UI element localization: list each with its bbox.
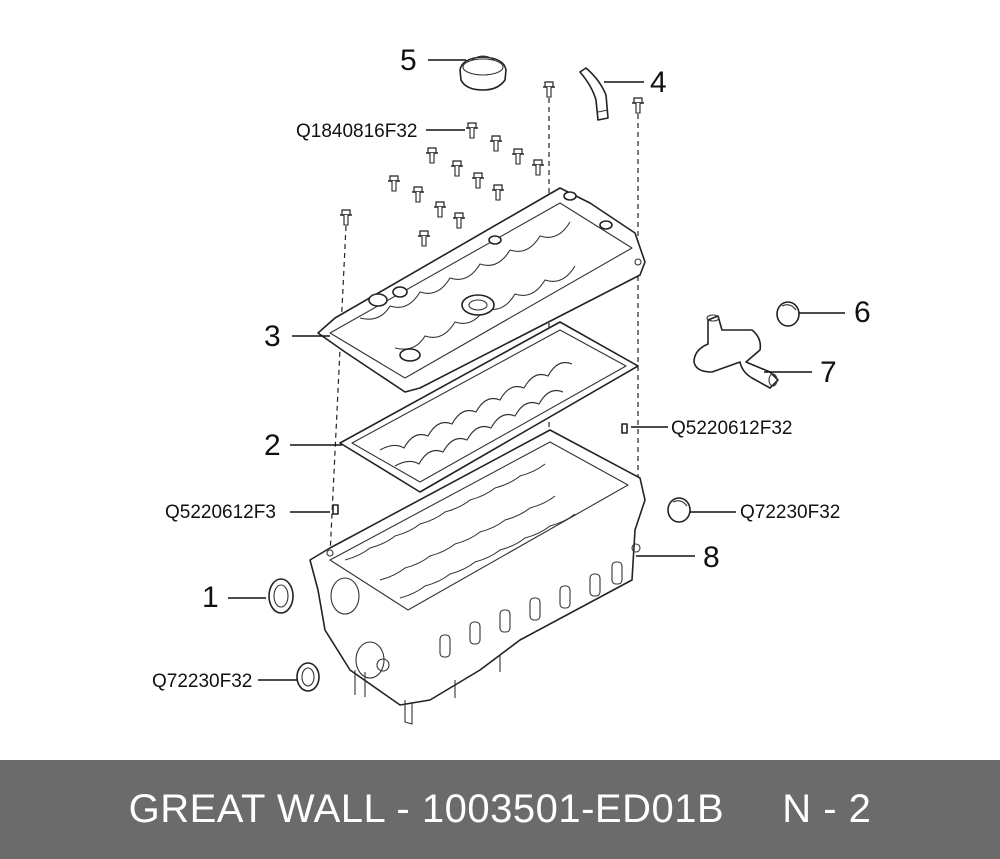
part-label-4: 4 xyxy=(650,66,667,99)
part-label-7: 7 xyxy=(820,356,837,389)
breather-hose xyxy=(579,67,609,121)
part-label-3: 3 xyxy=(264,320,281,353)
part-label-1: 1 xyxy=(202,581,219,614)
part-code-seal-bottom: Q72230F32 xyxy=(152,671,252,692)
bottom-seal xyxy=(296,662,320,692)
part-label-8: 8 xyxy=(703,541,720,574)
cover-gasket xyxy=(339,321,639,493)
cylinder-head xyxy=(309,429,646,725)
seal-ring xyxy=(268,578,294,614)
exploded-parts-diagram: 5 4 Q1840816F32 3 6 7 2 Q5220612F32 Q522… xyxy=(152,44,871,725)
part-code-pin-left: Q5220612F3 xyxy=(165,502,276,523)
footer-bar: GREAT WALL - 1003501-ED01B N - 2 xyxy=(0,760,1000,859)
oil-filler-cap xyxy=(459,55,507,91)
part-code-plug-right: Q72230F32 xyxy=(740,502,840,523)
part-code-pin-right: Q5220612F32 xyxy=(671,418,793,439)
part-label-2: 2 xyxy=(264,429,281,462)
part-label-5: 5 xyxy=(400,44,417,77)
plug-cap xyxy=(776,301,800,327)
water-outlet-pipe xyxy=(693,314,779,389)
part-code-bolt: Q1840816F32 xyxy=(296,121,418,142)
valve-cover xyxy=(317,187,646,393)
dowel-pins xyxy=(332,423,628,515)
part-label-6: 6 xyxy=(854,296,871,329)
footer-text: GREAT WALL - 1003501-ED01B N - 2 xyxy=(128,787,872,831)
plug-right xyxy=(667,497,691,523)
leader-lines xyxy=(228,59,845,681)
